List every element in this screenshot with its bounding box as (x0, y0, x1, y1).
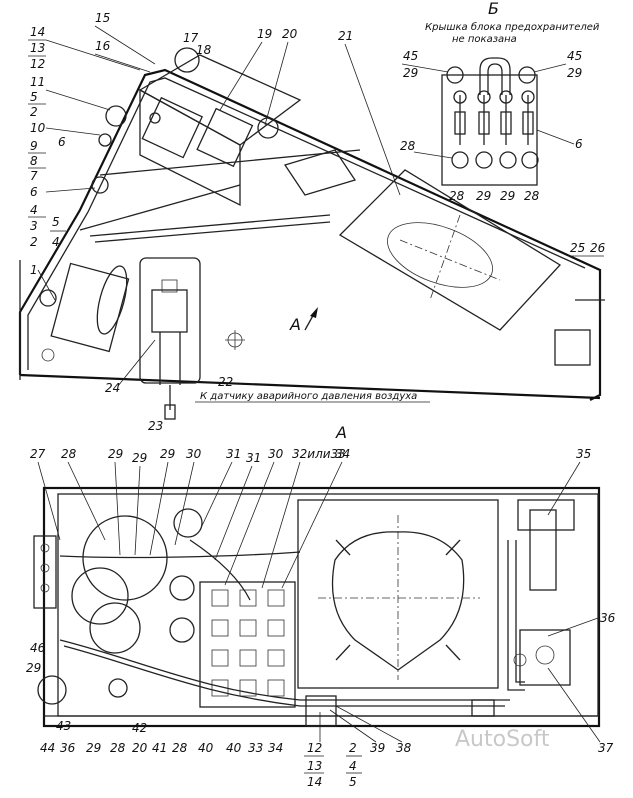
va-label-12: 12 (307, 741, 322, 755)
detail-b-label-29d: 29 (500, 189, 515, 203)
label-4b: 4 (52, 235, 60, 249)
label-inner-6: 6 (58, 135, 66, 149)
va-label-4: 4 (349, 759, 357, 773)
label-20: 20 (282, 27, 298, 41)
label-18: 18 (196, 43, 212, 57)
side-view-labels: 14 13 12 11 5 2 10 9 8 7 6 4 3 5 2 4 1 6… (28, 11, 606, 433)
detail-b-label-28b: 28 (449, 189, 465, 203)
label-5: 5 (30, 90, 38, 104)
label-6: 6 (30, 185, 38, 199)
label-12: 12 (30, 57, 45, 71)
detail-b-caption-1: Крышка блока предохранителей (425, 21, 600, 33)
detail-b-label-28a: 28 (400, 139, 416, 153)
va-label-14: 14 (307, 775, 322, 789)
detail-b-label-45b: 45 (567, 49, 582, 63)
va-label-44: 44 (40, 741, 55, 755)
label-13: 13 (30, 41, 45, 55)
label-2: 2 (30, 105, 38, 119)
va-label-30a: 30 (186, 447, 202, 461)
label-10: 10 (30, 121, 46, 135)
view-a: А (33, 423, 601, 728)
label-2b: 2 (30, 235, 38, 249)
label-3: 3 (30, 219, 38, 233)
va-label-34a: 34 (335, 447, 350, 461)
va-label-29b: 29 (132, 451, 147, 465)
va-label-29l: 29 (26, 661, 41, 675)
label-14: 14 (30, 25, 45, 39)
va-label-46: 46 (30, 641, 46, 655)
va-label-29c: 29 (160, 447, 175, 461)
label-21: 21 (338, 29, 353, 43)
label-25: 25 (570, 241, 585, 255)
va-label-37: 37 (598, 741, 614, 755)
va-label-20: 20 (132, 741, 148, 755)
sensor-caption: К датчику аварийного давления воздуха (200, 391, 417, 402)
label-17: 17 (183, 31, 199, 45)
va-label-38: 38 (396, 741, 412, 755)
label-11: 11 (30, 75, 45, 89)
va-label-27: 27 (30, 447, 46, 461)
va-label-5: 5 (349, 775, 357, 789)
va-label-39: 39 (370, 741, 385, 755)
side-view (18, 47, 605, 420)
va-label-36r: 36 (600, 611, 616, 625)
va-label-43: 43 (56, 719, 71, 733)
va-label-28b2: 28 (172, 741, 188, 755)
watermark: AutoSoft (455, 727, 550, 752)
view-a-title: А (335, 423, 347, 442)
label-4: 4 (30, 203, 38, 217)
view-a-labels: 27 28 29 29 29 30 31 31 30 32или33 34 35… (26, 447, 616, 789)
va-label-13: 13 (307, 759, 322, 773)
va-label-28bt: 28 (110, 741, 126, 755)
va-label-42: 42 (132, 721, 147, 735)
detail-b-label-28c: 28 (524, 189, 540, 203)
label-24: 24 (105, 381, 120, 395)
va-label-35: 35 (576, 447, 591, 461)
label-15: 15 (95, 11, 110, 25)
detail-b-label-45a: 45 (403, 49, 418, 63)
label-8: 8 (30, 154, 38, 168)
view-arrow-label: А (289, 315, 301, 334)
label-7: 7 (30, 169, 38, 183)
label-16: 16 (95, 39, 111, 53)
va-label-36b: 36 (60, 741, 76, 755)
label-26: 26 (590, 241, 606, 255)
detail-b-label-29c: 29 (476, 189, 491, 203)
va-label-2: 2 (349, 741, 357, 755)
va-label-32or33: 32или33 (292, 447, 346, 461)
va-label-31b: 31 (246, 451, 261, 465)
va-label-31a: 31 (226, 447, 241, 461)
va-label-41: 41 (152, 741, 167, 755)
detail-b-title: Б (488, 0, 499, 18)
va-label-33: 33 (248, 741, 263, 755)
label-1: 1 (30, 263, 38, 277)
va-label-40a: 40 (198, 741, 214, 755)
detail-b-label-29b: 29 (567, 66, 582, 80)
label-5b: 5 (52, 215, 60, 229)
va-label-40b: 40 (226, 741, 242, 755)
detail-b-label-6: 6 (575, 137, 583, 151)
va-label-30b: 30 (268, 447, 284, 461)
label-9: 9 (30, 139, 38, 153)
va-label-29a: 29 (108, 447, 123, 461)
va-label-28: 28 (61, 447, 77, 461)
label-19: 19 (257, 27, 272, 41)
detail-b-label-29a: 29 (403, 66, 418, 80)
detail-b-caption-2: не показана (452, 34, 517, 45)
va-label-29bt: 29 (86, 741, 101, 755)
detail-b-view: Б Крышка блока предохранителей не показа… (400, 0, 600, 203)
label-22: 22 (218, 375, 233, 389)
label-23: 23 (148, 419, 163, 433)
va-label-34b: 34 (268, 741, 283, 755)
